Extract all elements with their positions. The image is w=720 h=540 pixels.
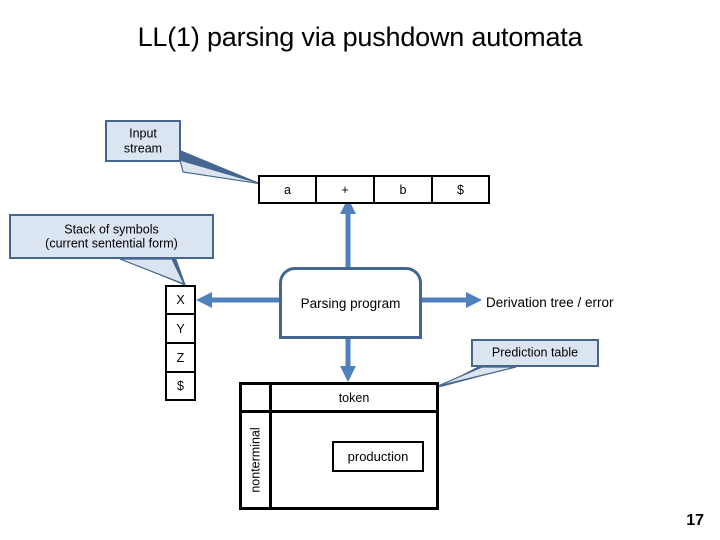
callout-prediction-table: Prediction table xyxy=(471,339,599,367)
stack-cell: $ xyxy=(165,372,196,401)
prediction-table: token nonterminal production xyxy=(239,382,439,510)
input-tape: a + b $ xyxy=(258,175,490,204)
callout-input-stream-line2: stream xyxy=(123,141,163,155)
callout-stack-of-symbols: Stack of symbols (current sentential for… xyxy=(9,214,214,259)
arrow-up-icon xyxy=(340,198,356,267)
arrow-left-icon xyxy=(196,292,279,308)
arrow-down-icon xyxy=(340,339,356,382)
parsing-program-label: Parsing program xyxy=(300,295,401,311)
stack-cell: X xyxy=(165,285,196,314)
input-tape-cell: a xyxy=(258,175,316,204)
callout-tail-prediction-table xyxy=(437,366,520,388)
prediction-table-body: production xyxy=(272,413,436,507)
input-tape-cell: + xyxy=(316,175,374,204)
callout-tail-stack-of-symbols xyxy=(118,258,186,286)
prediction-table-column-header: token xyxy=(272,385,436,413)
derivation-output-label: Derivation tree / error xyxy=(486,295,614,310)
page-number: 17 xyxy=(686,512,704,529)
callout-stack-line2: (current sentential form) xyxy=(45,236,178,251)
parsing-program-box: Parsing program xyxy=(279,267,422,339)
prediction-table-corner-cell xyxy=(242,385,272,413)
page-title: LL(1) parsing via pushdown automata xyxy=(137,22,583,52)
input-tape-cell: $ xyxy=(432,175,490,204)
input-tape-cell: b xyxy=(374,175,432,204)
prediction-table-row-header-text: nonterminal xyxy=(248,427,263,493)
arrow-right-icon xyxy=(422,292,482,308)
prediction-table-cell-production: production xyxy=(332,441,424,472)
prediction-table-row-header: nonterminal xyxy=(242,413,272,507)
callout-stack-line1: Stack of symbols xyxy=(64,221,159,236)
callout-input-stream-line1: Input xyxy=(129,126,157,141)
callout-tail-input-stream xyxy=(179,150,263,185)
callout-input-stream: Input stream xyxy=(105,120,181,162)
stack-cell: Y xyxy=(165,314,196,343)
stack-cell: Z xyxy=(165,343,196,372)
symbol-stack: X Y Z $ xyxy=(165,285,196,401)
callout-prediction-table-label: Prediction table xyxy=(491,345,579,360)
